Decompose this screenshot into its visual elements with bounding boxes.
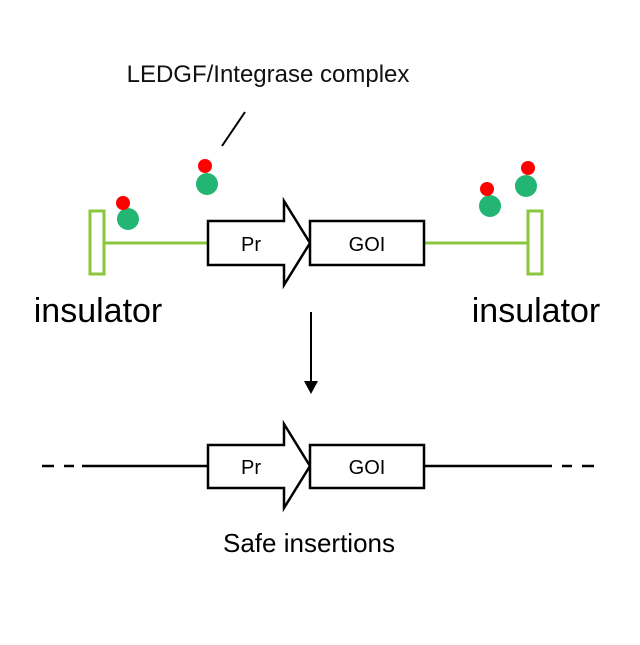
transition-arrow-head (304, 381, 318, 394)
promoter-label: Pr (241, 234, 261, 256)
integrase-dot (117, 208, 139, 230)
promoter-label-integrated: Pr (241, 457, 261, 479)
complex-pointer-line (221, 111, 246, 147)
gene-box (308, 219, 426, 267)
result-label: Safe insertions (223, 528, 395, 558)
complex-label: LEDGF/Integrase complex (127, 61, 410, 88)
gene-box-integrated (308, 443, 426, 490)
left-insulator-bar (88, 209, 106, 276)
integrase-dot (479, 195, 501, 217)
ledgf-dot (116, 196, 130, 210)
complex-right-inner (479, 182, 501, 217)
integrase-dot (196, 173, 218, 195)
insulator-label-left: insulator (34, 292, 163, 330)
complex-left-insulator (116, 196, 139, 230)
complex-upper-center (196, 159, 218, 195)
ledgf-dot (521, 161, 535, 175)
integrase-dot (515, 175, 537, 197)
right-insulator-bar (526, 209, 544, 276)
promoter-arrow-integrated (206, 419, 312, 513)
ledgf-dot (480, 182, 494, 196)
gene-label: GOI (349, 234, 386, 256)
promoter-arrow (206, 196, 312, 290)
complex-right-outer (515, 161, 537, 197)
gene-label-integrated: GOI (349, 457, 386, 479)
ledgf-dot (198, 159, 212, 173)
insulator-label-right: insulator (472, 292, 601, 330)
